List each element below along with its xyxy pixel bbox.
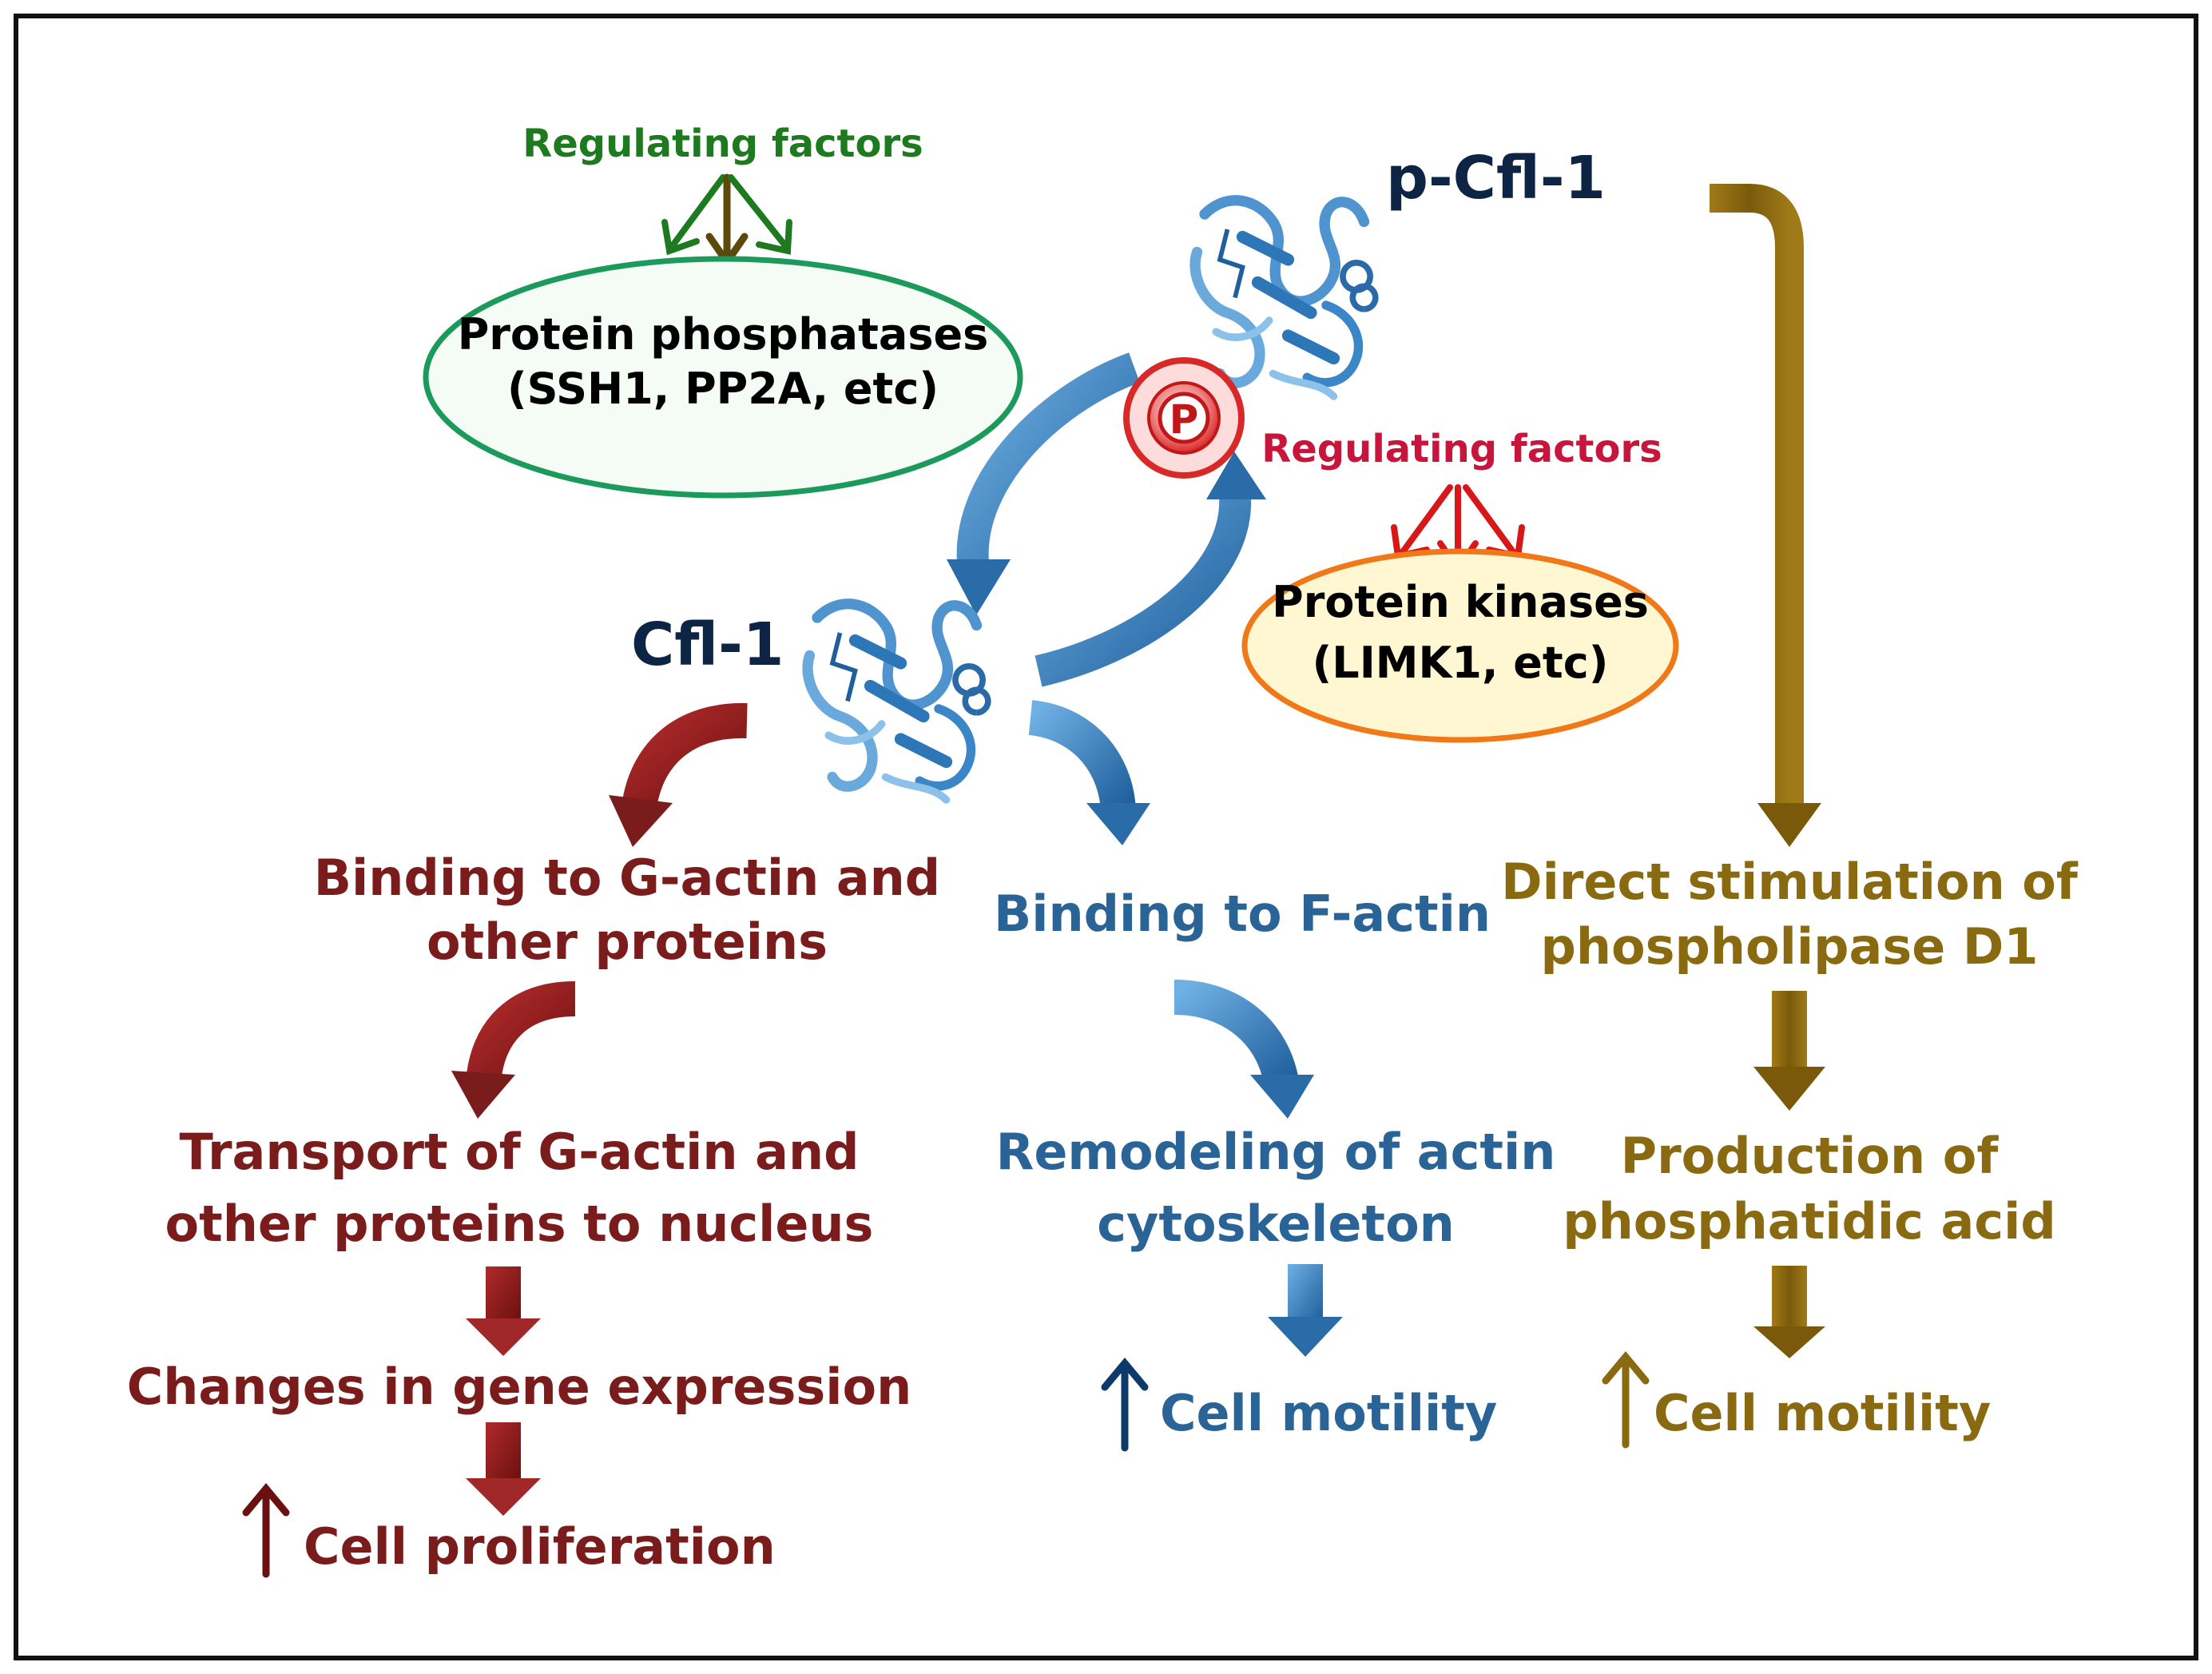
regulating-factors-top-arrows [661, 173, 792, 268]
blue-step2-line1: Remodeling of actin [996, 1123, 1556, 1181]
p-cfl1-to-pld1-arrowhead [1757, 803, 1821, 847]
blue-outcome: Cell motility [1160, 1384, 1497, 1442]
factin-to-remodeling-arrow [1174, 980, 1300, 1090]
gold-down-arrow-2 [1753, 1266, 1825, 1358]
red-up-arrow-icon [242, 1482, 290, 1578]
gold-step1-line1: Direct stimulation of [1501, 853, 2079, 911]
cfl1-label: Cfl-1 [631, 610, 784, 679]
gold-step2-line2: phosphatidic acid [1563, 1192, 2055, 1251]
factin-to-remodeling-arrowhead [1250, 1075, 1314, 1119]
red-step2-line1: Transport of G-actin and [179, 1123, 859, 1181]
red-step2-line2: other proteins to nucleus [165, 1195, 874, 1253]
protein-phosphatases-examples: (SSH1, PP2A, etc) [507, 364, 939, 414]
cfl1-to-factin-arrowhead [1086, 803, 1150, 845]
protein-kinases-ellipse [1241, 548, 1679, 743]
protein-phosphatases-title: Protein phosphatases [458, 309, 989, 360]
dephosphorylation-cycle-arrow [956, 352, 1141, 579]
blue-step2-line2: cytoskeleton [1097, 1195, 1455, 1253]
protein-kinases-title: Protein kinases [1272, 577, 1649, 627]
p-cfl1-label: p-Cfl-1 [1386, 144, 1606, 213]
p-cfl1-to-pld1-arrow [1710, 184, 1804, 807]
protein-phosphatases-ellipse [423, 256, 1023, 499]
regulating-factors-right-label: Regulating factors [1261, 427, 1662, 471]
gold-outcome: Cell motility [1654, 1384, 1991, 1442]
gold-down-arrow-1 [1753, 991, 1825, 1111]
gold-up-arrow-icon [1602, 1350, 1650, 1449]
phosphate-symbol: P [1170, 396, 1199, 443]
phosphate-circle-icon: P [1123, 357, 1245, 479]
red-down-arrow-1 [466, 1266, 541, 1356]
cfl1-to-factin-arrow [1027, 700, 1136, 816]
gactin-to-transport-arrowhead [451, 1071, 515, 1119]
regulating-factors-top-label: Regulating factors [522, 121, 923, 166]
red-down-arrow-2 [466, 1422, 541, 1516]
blue-down-arrow [1268, 1264, 1343, 1357]
gactin-to-transport-arrow [466, 981, 576, 1085]
blue-up-arrow-icon [1101, 1357, 1149, 1452]
phosphorylation-cycle-arrow [1035, 485, 1252, 687]
dephosphorylation-arrowhead [947, 559, 1011, 615]
red-step3: Changes in gene expression [127, 1358, 912, 1416]
protein-kinases-examples: (LIMK1, etc) [1313, 638, 1609, 688]
phosphorylation-arrowhead [1206, 451, 1266, 499]
red-step1-line1: Binding to G-actin and [314, 849, 940, 907]
red-outcome: Cell proliferation [304, 1517, 776, 1576]
blue-step1: Binding to F-actin [994, 885, 1491, 943]
cfl1-to-gactin-arrowhead [609, 795, 673, 847]
red-step1-line2: other proteins [427, 913, 828, 971]
gold-step1-line2: phospholipase D1 [1541, 917, 2039, 976]
gold-step2-line1: Production of [1621, 1127, 2000, 1185]
cfl1-to-gactin-arrow [622, 702, 748, 810]
